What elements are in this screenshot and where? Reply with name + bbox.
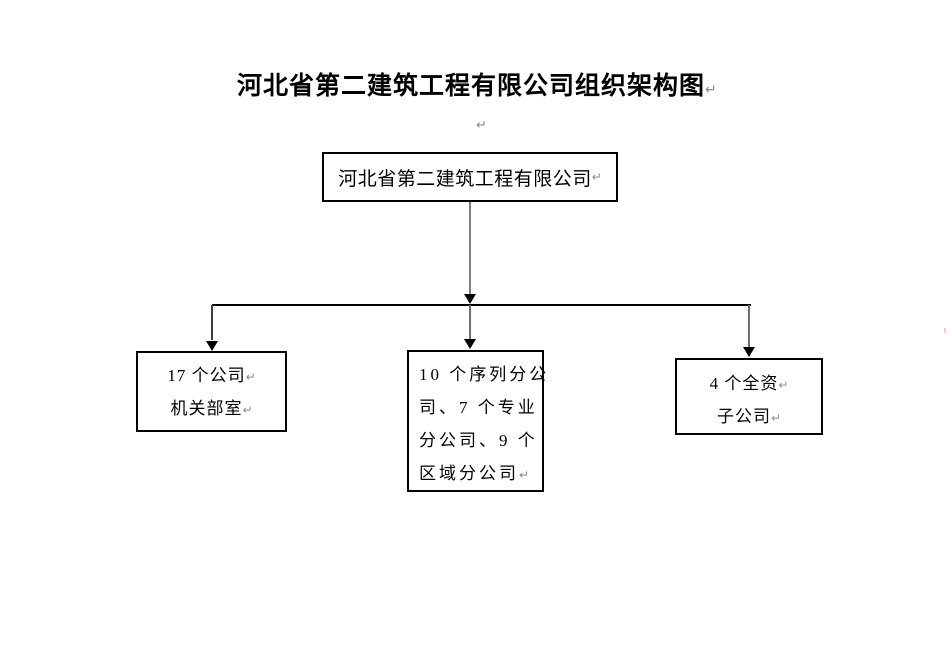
paragraph-mark-icon: ↵ xyxy=(591,170,602,184)
org-node-root[interactable]: 河北省第二建筑工程有限公司↵ xyxy=(322,152,618,202)
page-edge-artifact xyxy=(944,328,946,333)
paragraph-mark-icon: ↵ xyxy=(245,370,256,384)
org-node-text-line: 司、7 个专业 xyxy=(419,391,535,424)
org-node-company-offices[interactable]: 17 个公司↵ 机关部室↵ xyxy=(136,351,287,432)
connector-right-drop-line xyxy=(748,305,750,347)
paragraph-mark-icon: ↵ xyxy=(770,411,782,425)
org-node-text: 机关部室 xyxy=(170,399,243,418)
page-title-text: 河北省第二建筑工程有限公司组织架构图 xyxy=(237,72,706,100)
connector-middle-drop-line xyxy=(469,305,471,339)
org-node-text: 区域分公司 xyxy=(419,464,519,483)
org-node-text-line: 分公司、9 个 xyxy=(419,424,535,457)
org-node-text-line: 10 个序列分公 xyxy=(419,358,546,391)
org-node-text-line: 17 个公司↵ xyxy=(138,360,285,393)
org-node-branch-companies[interactable]: 10 个序列分公 司、7 个专业 分公司、9 个 区域分公司↵ xyxy=(407,350,546,492)
paragraph-mark-icon: ↵ xyxy=(242,403,253,417)
org-node-text: 司、7 个专业 xyxy=(419,398,538,417)
org-node-text-line: 4 个全资↵ xyxy=(677,368,821,401)
org-node-text: 分公司、9 个 xyxy=(419,431,538,450)
paragraph-mark-icon: ↵ xyxy=(778,378,789,392)
org-node-text: 4 个全资 xyxy=(709,374,779,393)
connector-bus-line xyxy=(212,304,751,306)
org-node-text: 17 个公司 xyxy=(167,366,246,385)
down-arrowhead-icon xyxy=(206,341,218,351)
org-node-text-line: 区域分公司↵ xyxy=(419,457,532,492)
org-node-root-label: 河北省第二建筑工程有限公司 xyxy=(338,168,592,190)
org-node-text-line: 机关部室↵ xyxy=(138,393,285,426)
down-arrowhead-icon xyxy=(743,347,755,357)
down-arrowhead-icon xyxy=(464,294,476,304)
connector-left-drop-line xyxy=(211,305,213,340)
org-node-subsidiaries[interactable]: 4 个全资↵ 子公司↵ xyxy=(675,358,823,435)
paragraph-mark-icon: ↵ xyxy=(519,468,530,482)
page-title: 河北省第二建筑工程有限公司组织架构图↵ xyxy=(237,66,717,100)
paragraph-mark-icon: ↵ xyxy=(476,118,487,133)
down-arrowhead-icon xyxy=(464,339,476,349)
connector-root-line xyxy=(469,202,471,294)
org-node-text-line: 子公司↵ xyxy=(677,401,821,434)
org-node-text: 子公司 xyxy=(716,407,771,426)
paragraph-mark-icon: ↵ xyxy=(705,82,717,98)
org-node-text: 10 个序列分公 xyxy=(419,365,550,384)
